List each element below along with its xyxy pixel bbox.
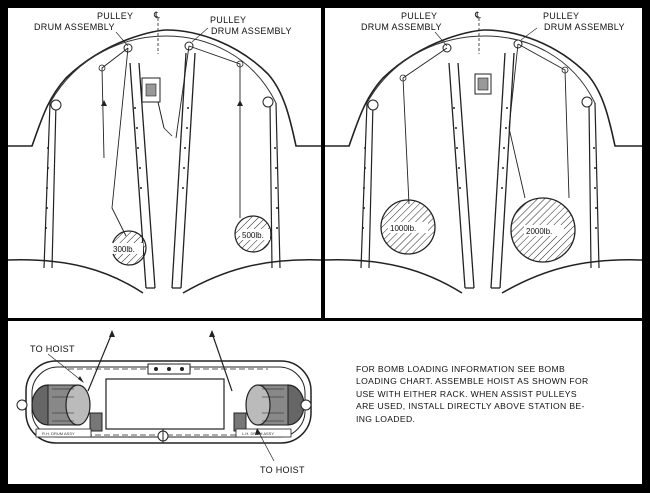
cable-left — [402, 47, 448, 205]
drum-assembly-label-right: DRUM ASSEMBLY — [211, 26, 292, 36]
pulley-label-left: PULLEY — [97, 11, 133, 21]
drum-assembly-icon — [474, 73, 492, 95]
to-hoist-arrow-left — [47, 353, 83, 382]
to-hoist-label-left: TO HOIST — [30, 344, 75, 354]
assist-pulley-left-icon — [50, 99, 62, 111]
bomb-rack-right — [171, 52, 187, 289]
to-hoist-arrow-right — [257, 430, 275, 462]
lh-drum-assembly-icon: L.H. DRUM ASSY — [233, 384, 312, 438]
fuselage-outline — [325, 29, 642, 147]
assist-pulley-right-icon — [262, 96, 274, 108]
bomb-bay-diagram-large-bombs: PULLEY DRUM ASSEMBLY PULLEY DRUM ASSEMBL… — [325, 8, 642, 318]
hoist-assembly-panel: R.H. DRUM ASSY L.H. DRUM ASSY — [8, 321, 642, 484]
note-line: ING LOADED. — [356, 413, 416, 424]
cable-right — [188, 45, 241, 218]
bomb-bay-diagram-small-bombs: PULLEY DRUM ASSEMBLY PULLEY DRUM ASSEMBL… — [8, 8, 321, 318]
cable-right — [508, 43, 526, 199]
rh-drum-label: R.H. DRUM ASSY — [42, 431, 75, 436]
note-line: ARE USED, INSTALL DIRECTLY ABOVE STATION… — [356, 401, 585, 412]
hoist-assembly-drawing: R.H. DRUM ASSY L.H. DRUM ASSY — [16, 330, 312, 475]
cable-left — [111, 47, 129, 237]
centerline-mark: ℄ — [153, 10, 160, 20]
bay-arc — [49, 35, 277, 104]
belly-left — [325, 259, 463, 294]
weight-label-1000: 1000lb. — [390, 224, 416, 233]
loading-instructions-note: FOR BOMB LOADING INFORMATION SEE BOMB LO… — [356, 363, 626, 425]
assist-pulley-right-icon — [581, 96, 593, 108]
to-hoist-label-right: TO HOIST — [260, 465, 305, 475]
bomb-rack-right — [490, 52, 506, 289]
weight-label-2000: 2000lb. — [526, 227, 552, 236]
rh-drum-assembly-icon: R.H. DRUM ASSY — [16, 384, 103, 438]
bomb-rack-left — [448, 62, 466, 289]
note-line: LOADING CHART. ASSEMBLE HOIST AS SHOWN F… — [356, 376, 589, 387]
assist-pulley-left-icon — [367, 99, 379, 111]
belly-right — [501, 259, 642, 294]
drum-assembly-icon — [141, 77, 173, 137]
rack-rivets — [45, 107, 278, 229]
weight-label-300: 300lb. — [113, 245, 135, 254]
note-line: USE WITH EITHER RACK. WHEN ASSIST PULLEY… — [356, 388, 577, 399]
weight-label-500: 500lb. — [242, 231, 264, 240]
note-line: FOR BOMB LOADING INFORMATION SEE BOMB — [356, 364, 566, 374]
drum-assembly-label-left: DRUM ASSEMBLY — [34, 22, 115, 32]
pulley-label-right: PULLEY — [543, 11, 579, 21]
pulley-label-left: PULLEY — [401, 11, 437, 21]
bomb-bay-drawing-left: PULLEY DRUM ASSEMBLY PULLEY DRUM ASSEMBL… — [8, 10, 321, 294]
cable-to-hoist-left — [87, 332, 113, 392]
cable-to-hoist-right — [211, 332, 233, 392]
rack-rivets — [362, 107, 597, 229]
bomb-bay-drawing-right: PULLEY DRUM ASSEMBLY PULLEY DRUM ASSEMBL… — [325, 10, 642, 294]
drum-assembly-label-right: DRUM ASSEMBLY — [544, 22, 625, 32]
centerline-mark: ℄ — [474, 10, 481, 20]
belly-left — [8, 259, 144, 294]
bay-arc — [366, 35, 596, 104]
fuselage-outline — [8, 29, 321, 147]
drum-assembly-label-left: DRUM ASSEMBLY — [361, 22, 442, 32]
belly-right — [182, 259, 321, 294]
pulley-label-right: PULLEY — [210, 15, 246, 25]
